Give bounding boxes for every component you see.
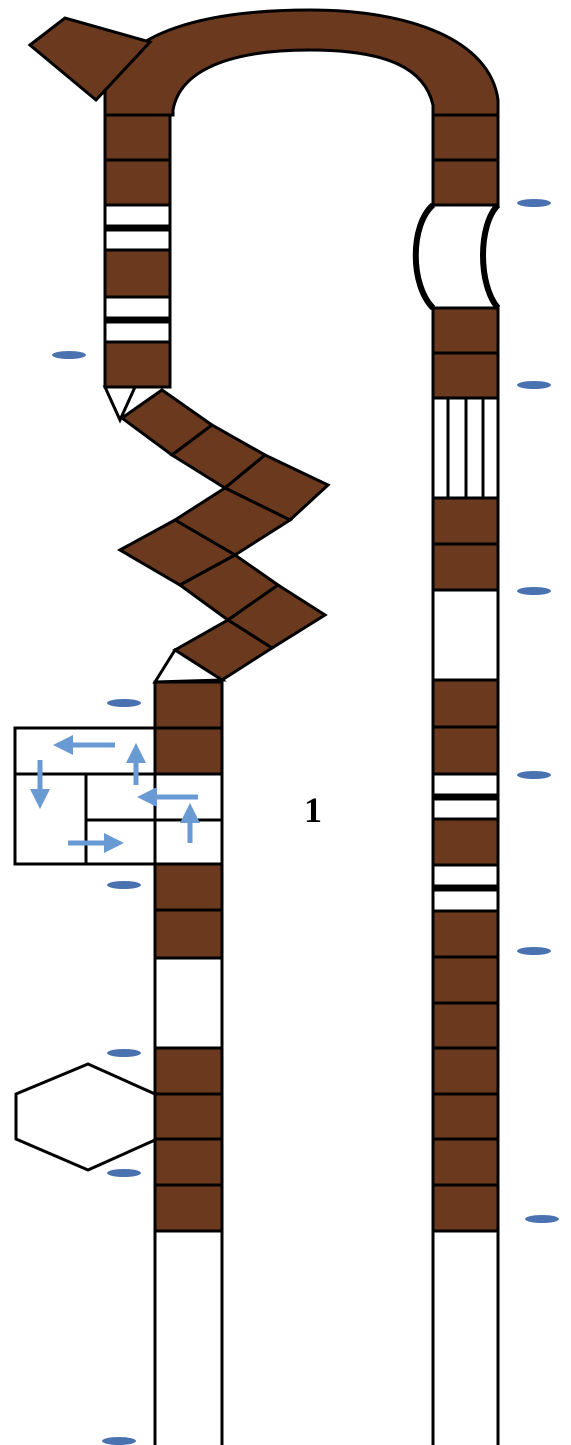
oval-markers — [52, 199, 559, 1445]
oval-marker-icon — [517, 771, 551, 779]
right-column — [412, 113, 501, 1445]
oval-marker-icon — [517, 947, 551, 955]
oval-marker-icon — [525, 1215, 559, 1223]
oval-marker-icon — [517, 381, 551, 389]
zigzag-section — [102, 385, 331, 684]
oval-marker-icon — [107, 1169, 141, 1177]
oval-marker-icon — [107, 1049, 141, 1057]
left-upper-column — [103, 113, 172, 389]
flow-arrows — [30, 735, 200, 853]
left-lower-column — [153, 680, 224, 1445]
arch-flag — [27, 16, 153, 103]
oval-marker-icon — [517, 199, 551, 207]
oval-marker-icon — [107, 699, 141, 707]
oval-marker-icon — [102, 1437, 136, 1445]
top-arch — [103, 8, 500, 117]
figure-label: 1 — [304, 790, 322, 830]
hexagon-shape — [14, 1062, 157, 1172]
oval-marker-icon — [107, 881, 141, 889]
oval-marker-icon — [52, 351, 86, 359]
oval-marker-icon — [517, 587, 551, 595]
